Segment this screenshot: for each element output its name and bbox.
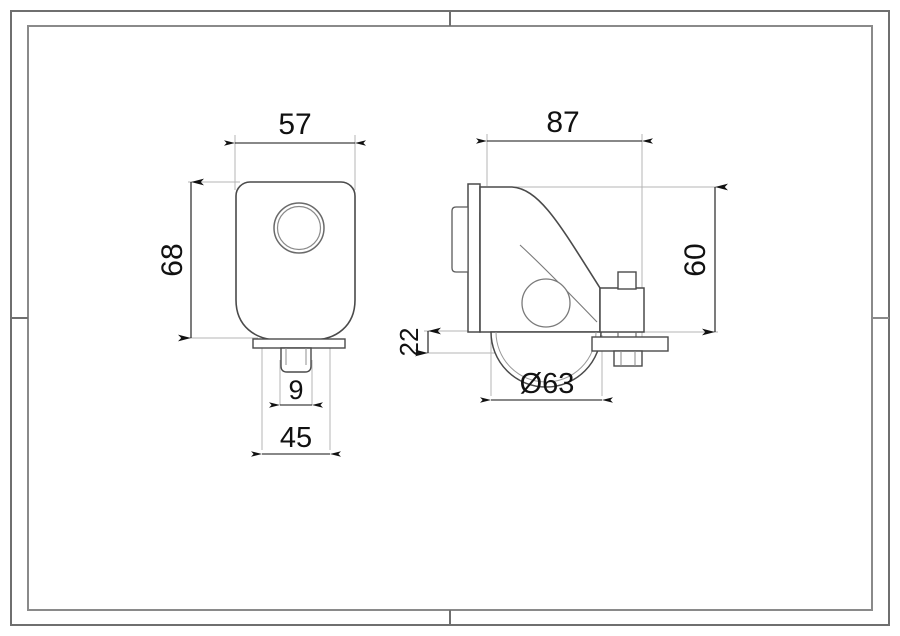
dimension-57: 57 xyxy=(224,108,366,146)
dimension-87: 87 xyxy=(476,106,653,144)
dimension-22: 22 xyxy=(394,328,441,357)
front-body-outline xyxy=(235,181,356,341)
side-mounting-plate xyxy=(467,183,481,333)
dimension-9-label: 9 xyxy=(288,375,303,405)
side-hex-nut xyxy=(613,350,643,367)
outer-frame-border xyxy=(10,10,890,626)
dimension-45: 45 xyxy=(251,422,341,457)
dimension-45-label: 45 xyxy=(280,422,312,454)
dimension-60-label: 60 xyxy=(679,243,712,276)
dimension-57-label: 57 xyxy=(278,108,311,141)
side-washer-plate xyxy=(591,336,669,352)
front-hub-inner-circle xyxy=(276,205,322,251)
dimension-68: 68 xyxy=(156,178,204,342)
side-roller-wheel-inner xyxy=(495,331,597,383)
side-view-group: 87 60 22 Ø63 xyxy=(394,106,728,403)
dimension-68-label: 68 xyxy=(156,243,189,276)
side-shaft-head xyxy=(451,206,469,273)
dimension-diameter-63: Ø63 xyxy=(480,368,613,403)
dimension-60: 60 xyxy=(679,183,728,336)
dimension-87-label: 87 xyxy=(546,106,579,139)
side-lightening-hole xyxy=(521,278,571,328)
front-view-group: 57 68 9 45 xyxy=(156,108,366,457)
drawing-frame xyxy=(10,10,890,626)
front-bottom-plate xyxy=(252,338,346,349)
side-bolt-head xyxy=(617,271,637,290)
dimension-22-label: 22 xyxy=(394,328,424,357)
inner-frame-border xyxy=(27,25,873,611)
side-bolt-block xyxy=(599,287,645,333)
dimension-diameter-63-label: Ø63 xyxy=(520,368,575,400)
front-bolt-stem xyxy=(280,347,312,373)
dimension-9: 9 xyxy=(269,375,323,408)
